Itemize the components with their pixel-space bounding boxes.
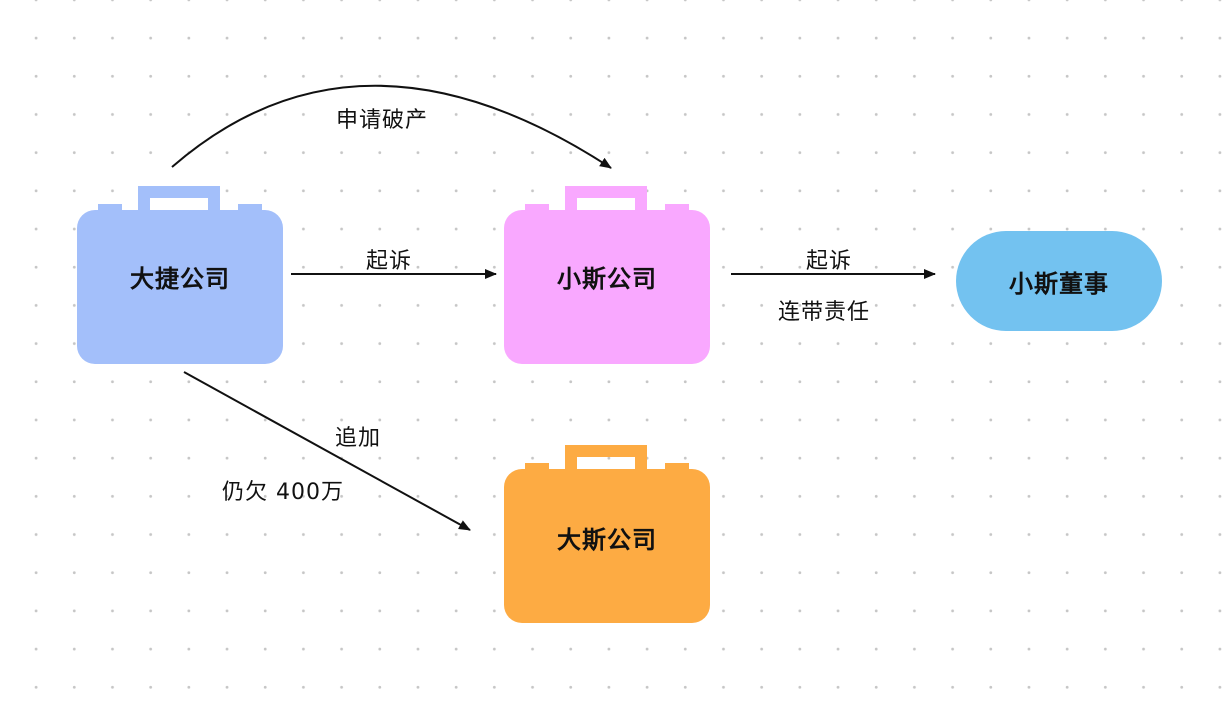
briefcase-icon bbox=[77, 186, 283, 364]
node-director[interactable]: 小斯董事 bbox=[956, 231, 1162, 331]
node-director-label: 小斯董事 bbox=[1009, 269, 1109, 298]
briefcase-tab-right bbox=[665, 463, 689, 473]
briefcase-body bbox=[77, 210, 283, 364]
briefcase-tab-right bbox=[665, 204, 689, 214]
edge-sue-director-sublabel: 连带责任 bbox=[778, 300, 871, 325]
node-xiaosi[interactable]: 小斯公司 bbox=[504, 186, 710, 364]
briefcase-body bbox=[504, 210, 710, 364]
edge-append-label: 追加 bbox=[335, 426, 382, 451]
briefcase-body bbox=[504, 469, 710, 623]
node-dajie-label: 大捷公司 bbox=[130, 265, 230, 293]
node-dajie[interactable]: 大捷公司 bbox=[77, 186, 283, 364]
briefcase-icon bbox=[504, 445, 710, 623]
edge-append-sublabel: 仍欠 400万 bbox=[222, 480, 344, 505]
briefcase-handle bbox=[565, 186, 647, 210]
edge-bankruptcy-arrow[interactable] bbox=[171, 84, 612, 169]
briefcase-tab-right bbox=[238, 204, 262, 214]
node-xiaosi-label: 小斯公司 bbox=[557, 265, 657, 293]
node-dasi-label: 大斯公司 bbox=[557, 526, 657, 554]
briefcase-tab-left bbox=[525, 204, 549, 214]
edge-bankruptcy-label: 申请破产 bbox=[336, 108, 429, 133]
briefcase-handle bbox=[138, 186, 220, 210]
briefcase-tab-left bbox=[98, 204, 122, 214]
briefcase-tab-left bbox=[525, 463, 549, 473]
briefcase-icon bbox=[504, 186, 710, 364]
node-dasi[interactable]: 大斯公司 bbox=[504, 445, 710, 623]
edge-sue-xiaosi-label: 起诉 bbox=[366, 249, 413, 274]
briefcase-handle bbox=[565, 445, 647, 469]
edge-sue-director-label: 起诉 bbox=[806, 249, 853, 274]
edge-append-arrow[interactable] bbox=[183, 371, 471, 531]
